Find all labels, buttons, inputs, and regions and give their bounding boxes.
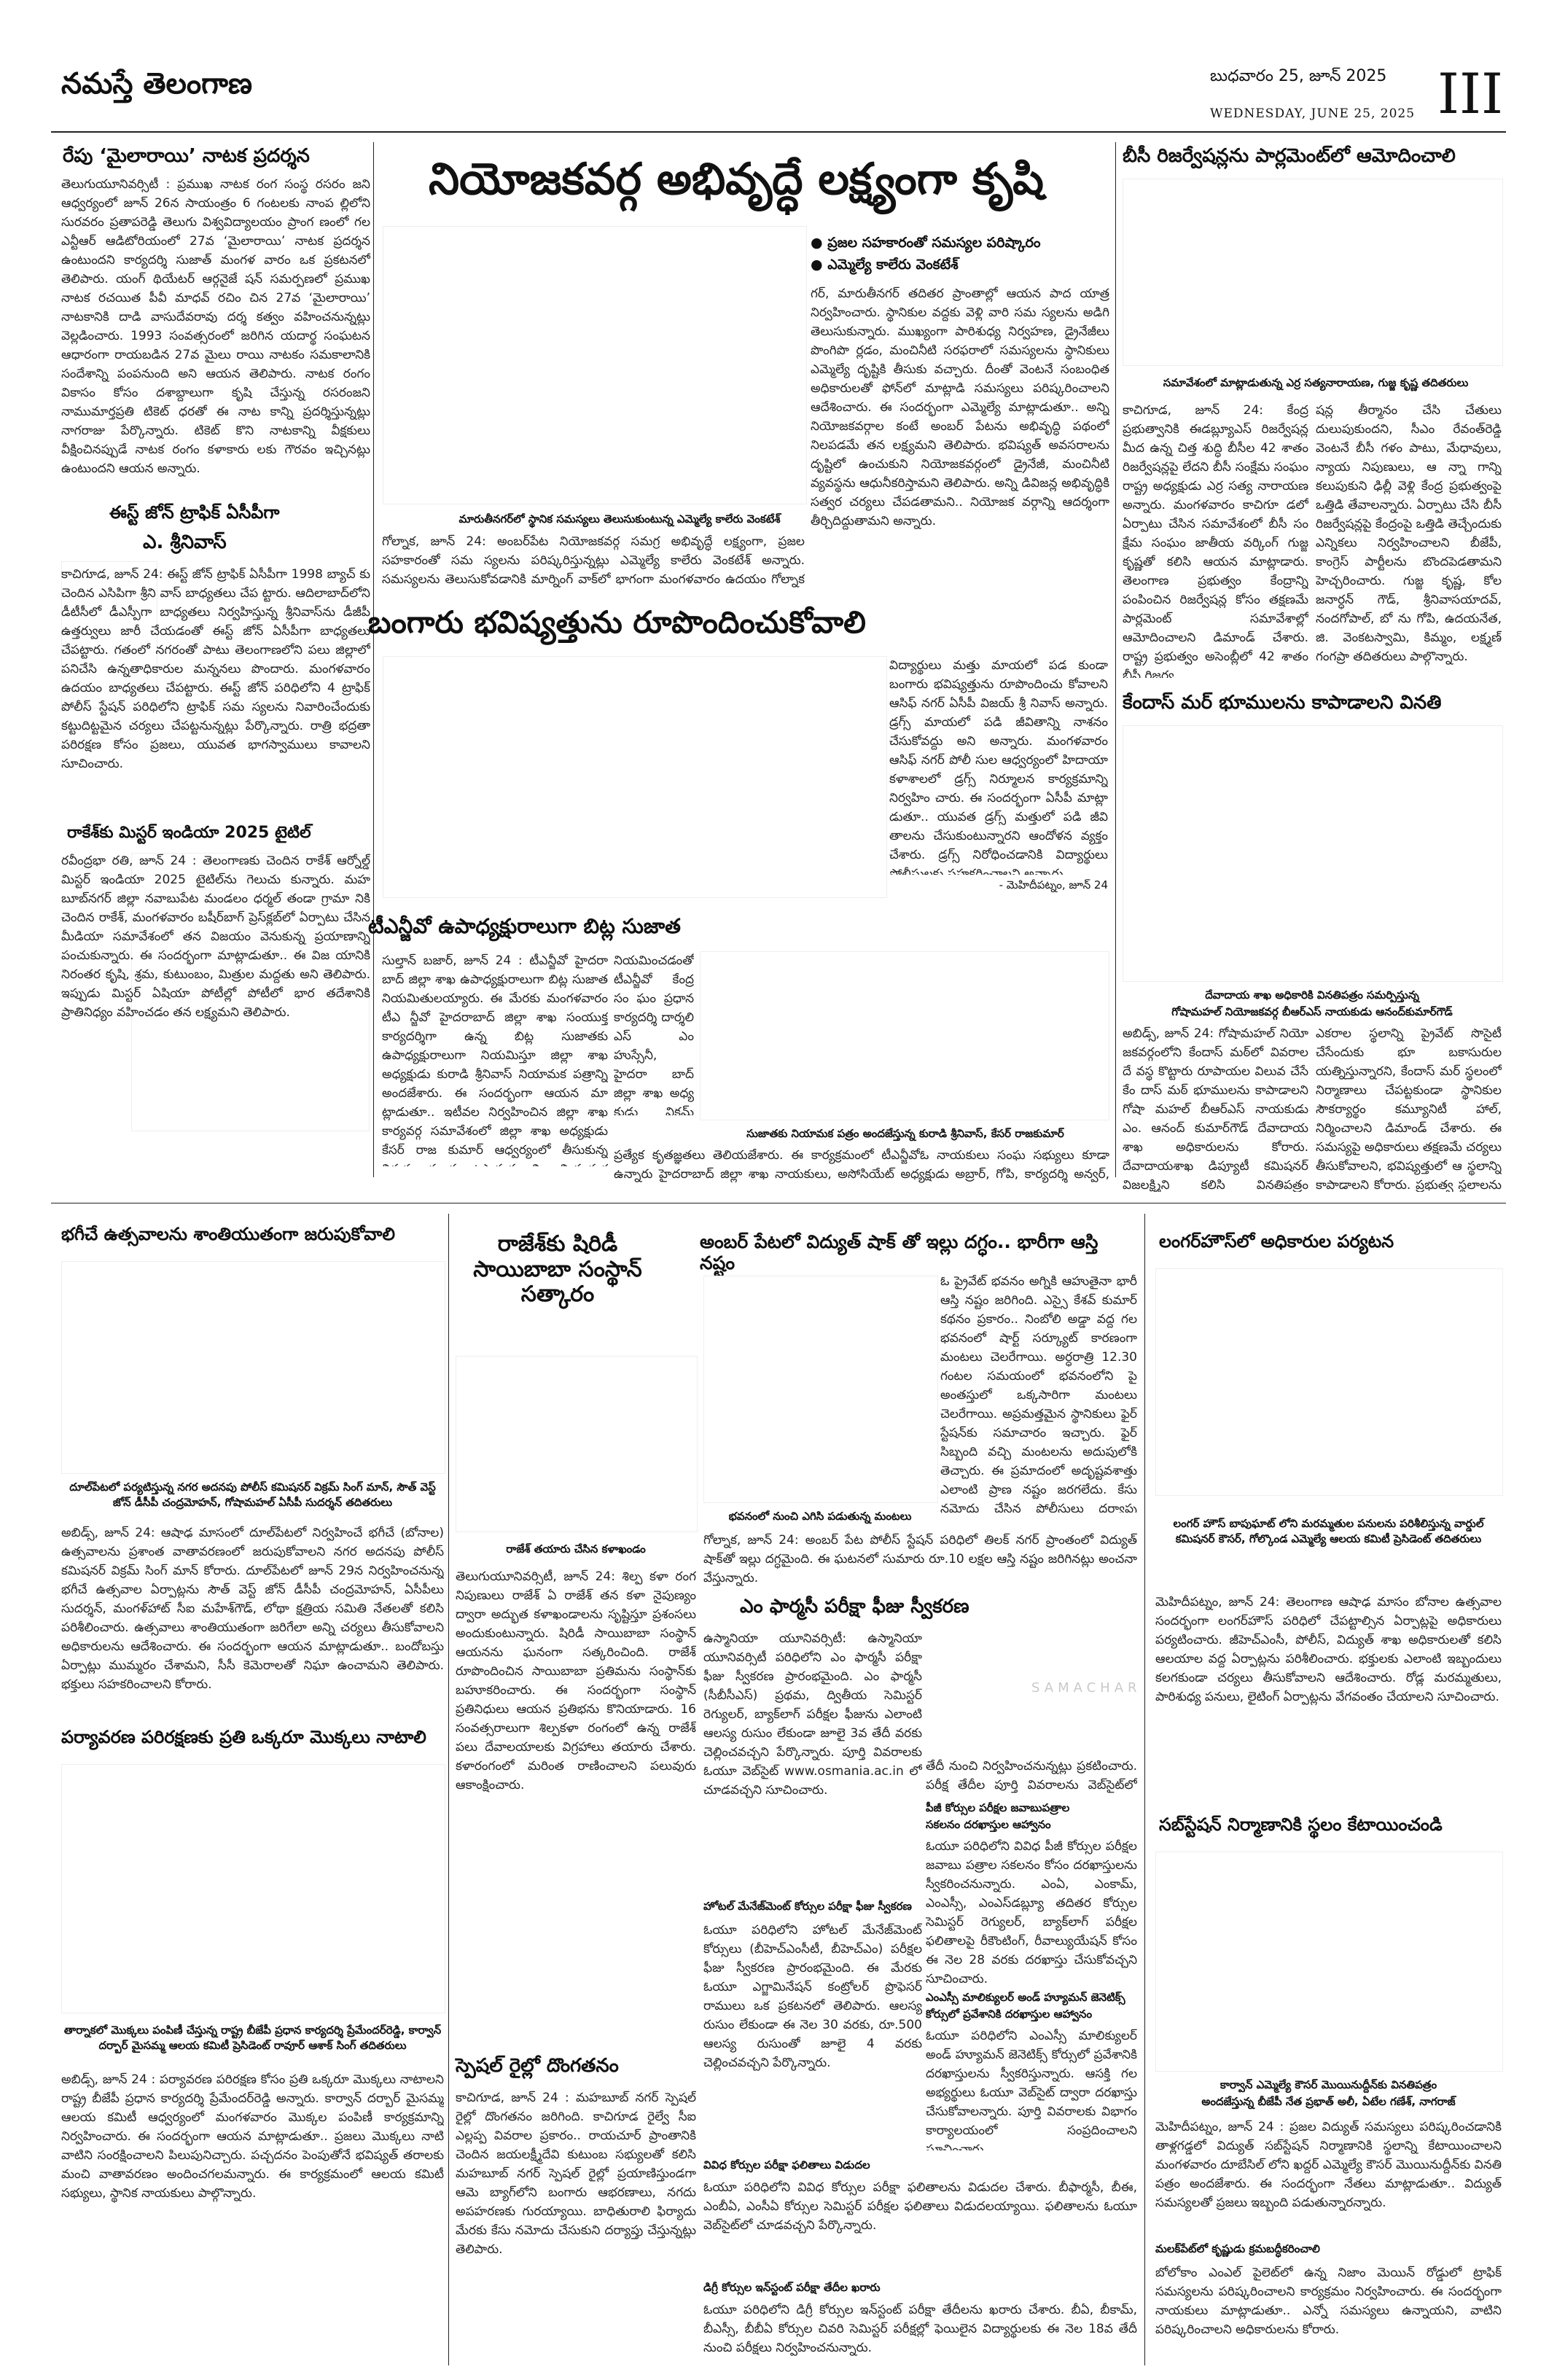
lead-bullet-2: ఎమ్మెల్యే కాలేరు వెంకటేశ్ — [811, 257, 958, 276]
bc-headline: బీసీ రిజర్వేషన్లను పార్లమెంట్‌లో ఆమోదించ… — [1123, 145, 1456, 167]
amberpet-photo — [703, 1276, 938, 1503]
paryavarana-photo-caption: తార్నాకలో మొక్కలు పంపిణీ చేస్తున్న రాష్ట… — [63, 2024, 442, 2052]
kendas-body-1: అబిడ్స్, జూన్ 24: గోషామహల్ నియో జకవర్గంల… — [1123, 1026, 1308, 1192]
lead-photo-caption: మారుతీనగర్‌లో స్థానిక సమస్యలు తెలుసుకుంట… — [458, 512, 781, 526]
exams-s1-head-2: సకలనం దరఖాస్తుల ఆహ్వానం — [926, 1818, 1051, 1831]
substation-sub-body: బోలోకాం ఎంఎల్‌ పైలెట్‌లో ఉన్న నిజాం మెయి… — [1155, 2266, 1502, 2337]
kendas-photo — [1123, 725, 1503, 982]
bangaru-credit: - మెహిదీపట్నం, జూన్ 24 — [999, 878, 1108, 891]
column-divider — [1115, 142, 1116, 1177]
exams-s4-head: డిగ్రీ కోర్సుల ఇన్‌స్టంట్ పరీక్షా తేదీల … — [703, 2281, 881, 2294]
tngo-headline: టీఎన్జీవో ఉపాధ్యక్షురాలుగా బిట్ల సుజాత — [368, 914, 681, 938]
kendas-headline: కేందాస్ మర్ భూములను కాపాడాలని వినతి — [1123, 692, 1442, 714]
paryavarana-body: అబిడ్స్, జూన్ 24 : పర్యావరణ పరిరక్షణ కోస… — [61, 2072, 444, 2201]
substation-body: మెహిదీపట్నం, జూన్ 24 : ప్రజల విద్యుత్ సమ… — [1155, 2120, 1502, 2210]
substation-subhead: మలక్‌పేట్‌లో కృష్ణుడు క్రమబద్ధీకరించాలి — [1155, 2242, 1320, 2255]
bc-body-2: షన్ల తీర్మానం చేసి చేతులు దులుపుకుందని, … — [1316, 403, 1502, 664]
exams-s2-body: ఓయూ పరిధిలోని ఎంఎస్సీ మాలిక్యులర్ అండ్ హ… — [926, 2029, 1137, 2150]
tngo-body-3: ప్రత్యేక కృతజ్ఞతలు తెలియజేశారు. ఈ కార్యక… — [614, 1148, 1109, 1182]
pharmacy-headline: ఎం ఫార్మసీ పరీక్షా ఫీజు స్వీకరణ — [740, 1596, 969, 1618]
column-divider — [448, 1214, 449, 2365]
tngo-body-2: నియమించడంతో టీఎన్జీవో కేంద్ర సం ఘం ప్రధా… — [614, 953, 694, 1115]
lead-body: గర్, మారుతీనగర్ తదితర ప్రాంతాల్లో ఆయన పా… — [811, 286, 1109, 528]
bhagi-photo — [61, 1261, 445, 1474]
exams-intro: తేదీ నుంచి నిర్వహించనున్నట్లు ప్రకటించార… — [926, 1759, 1137, 1792]
bangaru-photo — [383, 656, 887, 898]
exams-s3-body: ఓయూ పరిధిలోని వివిధ కోర్సుల పరీక్షా ఫలిత… — [703, 2180, 1137, 2233]
kendas-caption-1: దేవాదాయ శాఖ అధికారికి వినతిపత్రం సమర్పిస… — [1205, 988, 1419, 1002]
substation-caption-2: అందజేస్తున్న బీజేపీ నేత ప్రభాత్ అలీ, ఏటే… — [1201, 2095, 1456, 2108]
bangaru-headline: బంగారు భవిష్యత్తును రూపొందించుకోవాలి — [368, 604, 866, 640]
column-divider — [373, 142, 374, 1177]
exams-s3-head: వివిధ కోర్సుల పరీక్షా ఫలితాలు విడుదల — [703, 2158, 870, 2172]
amberpet-body-1: ఓ ప్రైవేట్ భవనం అగ్నికి ఆహుతైనా భారీ ఆస్… — [940, 1274, 1137, 1513]
newspaper-brand: నమస్తే తెలంగాణ — [61, 67, 253, 101]
bc-photo — [1123, 179, 1503, 366]
mrindia-headline: రాకేశ్‌కు మిస్టర్ ఇండియా 2025 టైటిల్ — [67, 824, 311, 842]
tngo-photo-caption: సుజాతకు నియామక పత్రం అందజేస్తున్న కురాడి… — [746, 1127, 1064, 1140]
lead-caption-body: గోల్నాక, జూన్ 24: అంబర్‌పేట నియోజకవర్గ స… — [382, 534, 805, 587]
rakesh-photo — [131, 853, 370, 1131]
shirdi-photo — [456, 1356, 698, 1532]
mrindia-body: రవీంద్రభా రతి, జూన్ 24 : తెలంగాణకు చెంది… — [61, 854, 370, 1020]
kendas-body-2: ఎకరాల స్థలాన్ని ప్రైవేట్ సొసైటీ చేసేందుక… — [1316, 1026, 1502, 1192]
watermark: SAMACHAR — [1031, 1680, 1142, 1696]
hotel-body: ఓయూ పరిధిలోని హోటల్ మేనేజ్‌మెంట్ కోర్సుల… — [703, 1923, 922, 2070]
lead-headline: నియోజకవర్గ అభివృద్ధే లక్ష్యంగా కృషి — [429, 154, 1044, 205]
mailarayi-body: తెలుగుయూనివర్సిటీ : ప్రముఖ నాటక రంగ సంస్… — [61, 177, 370, 476]
exams-s2-head-2: కోర్సులో ప్రవేశానికి దరఖాస్తుల ఆహ్వానం — [926, 2008, 1093, 2021]
acp-body: కాచిగూడ, జూన్ 24: ఈస్ట్ జోన్ ట్రాఫిక్ ఏస… — [61, 567, 370, 771]
shirdi-headline: రాజేశ్‌కు షిరిడీ సాయిబాబా సంస్థాన్ సత్కా… — [473, 1231, 642, 1307]
pharmacy-body: ఉస్మానియా యూనివర్సిటీ: ఉస్మానియా యూనివర్… — [703, 1631, 922, 1798]
lead-bullet-1: ప్రజల సహకారంతో సమస్యల పరిష్కారం — [811, 235, 1040, 254]
bc-photo-caption: సమావేశంలో మాట్లాడుతున్న ఎర్ర సత్యనారాయణ,… — [1163, 376, 1469, 389]
substation-caption-1: కార్వాన్ ఎమ్మెల్యే కౌసర్ మొయినుద్దీన్‌కు… — [1220, 2078, 1437, 2091]
shirdi-body: తెలుగుయూనివర్సిటీ, జూన్ 24: శిల్ప కళా రం… — [456, 1569, 696, 1792]
railway-body: కాచిగూడ, జూన్ 24 : మహబూబ్ నగర్ స్పెషల్ ర… — [456, 2091, 696, 2257]
bhagi-body: అబిడ్స్, జూన్ 24: ఆషాఢ మాసంలో దూల్‌పేటలో… — [61, 1526, 444, 1692]
bhagi-headline: భగీచే ఉత్సవాలను శాంతియుతంగా జరుపుకోవాలి — [61, 1224, 396, 1244]
date-english: WEDNESDAY, JUNE 25, 2025 — [1210, 106, 1416, 121]
langar-headline: లంగర్‌హౌస్‌లో అధికారుల పర్యటన — [1159, 1231, 1394, 1252]
langar-photo — [1155, 1268, 1503, 1496]
hotel-subhead: హోటల్ మేనేజ్‌మెంట్ కోర్సుల పరీక్షా ఫీజు … — [703, 1900, 912, 1913]
langar-body: మెహిదీపట్నం, జూన్ 24: తెలంగాణ ఆషాఢ మాసం … — [1155, 1595, 1502, 1704]
page-number: III — [1437, 61, 1504, 126]
tngo-body-1: సుల్తాన్ బజార్, జూన్ 24 : టీఎన్జీవో హైదర… — [382, 953, 608, 1166]
shirdi-photo-caption: రాజేశ్ తయారు చేసిన కళాఖండం — [506, 1542, 646, 1556]
paryavarana-photo — [61, 1764, 445, 2013]
exams-s1-head: పీజీ కోర్సుల పరీక్షల జవాబుపత్రాల — [926, 1801, 1070, 1814]
exams-s2-head: ఎంఎస్సీ మాలిక్యులర్ అండ్ హ్యూమన్ జెనెటిక… — [926, 1991, 1125, 2004]
bhagi-photo-caption: దూల్‌పేటలో పర్యటిస్తున్న నగర అదనపు పోలీస… — [69, 1480, 436, 1509]
amberpet-photo-caption: భవనంలో నుంచి ఎగిసి పడుతున్న మంటలు — [728, 1510, 912, 1523]
bc-body-1: కాచిగూడ, జూన్ 24: కేంద్ర ప్రభుత్వానికి ఈ… — [1123, 403, 1308, 678]
amberpet-body-2: గోల్నాక, జూన్ 24: అంబర్ పేట పోలీస్ స్టేష… — [703, 1533, 1137, 1585]
mailarayi-headline: రేపు ‘మైలారాయి’ నాటక ప్రదర్శన — [63, 145, 310, 167]
tngo-photo — [700, 951, 1109, 1120]
paryavarana-headline: పర్యావరణ పరిరక్షణకు ప్రతి ఒక్కరూ మొక్కలు… — [61, 1727, 426, 1747]
railway-headline: స్పెషల్ రైల్లో దొంగతనం — [456, 2055, 619, 2077]
column-divider — [1144, 1214, 1145, 2365]
kendas-caption-2: గోషామహల్ నియోజకవర్గ బీఆర్‌ఎస్ నాయకుడు ఆన… — [1171, 1005, 1453, 1018]
amberpet-headline: అంబర్ పేటలో విద్యుత్ షాక్ తో ఇల్లు దగ్ధం… — [700, 1231, 1099, 1273]
lead-photo — [383, 226, 807, 504]
exams-s1-body: ఓయూ పరిధిలోని వివిధ పీజీ కోర్సుల పరీక్షల… — [926, 1839, 1137, 1983]
exams-s4-body: ఓయూ పరిధిలోని డిగ్రీ కోర్సుల ఇన్‌స్టంట్ … — [703, 2303, 1137, 2355]
substation-photo — [1155, 1852, 1503, 2072]
masthead-rule — [51, 131, 1506, 133]
langar-photo-caption: లంగర్ హౌస్ బాపుఘాట్ లోని మరమ్మతుల పనులను… — [1173, 1517, 1484, 1545]
date-telugu: బుధవారం 25, జూన్ 2025 — [1210, 67, 1387, 85]
acp-headline: ఈస్ట్ జోన్ ట్రాఫిక్ ఏసీపీగా — [109, 502, 280, 523]
acp-photo — [61, 561, 157, 709]
acp-name: ఎ. శ్రీనివాస్ — [143, 531, 227, 553]
substation-headline: సబ్‌స్టేషన్ నిర్మాణానికి స్థలం కేటాయించం… — [1159, 1814, 1443, 1835]
bangaru-body: విద్యార్థులు మత్తు మాయలో పడ కుండా బంగారు… — [889, 658, 1108, 875]
